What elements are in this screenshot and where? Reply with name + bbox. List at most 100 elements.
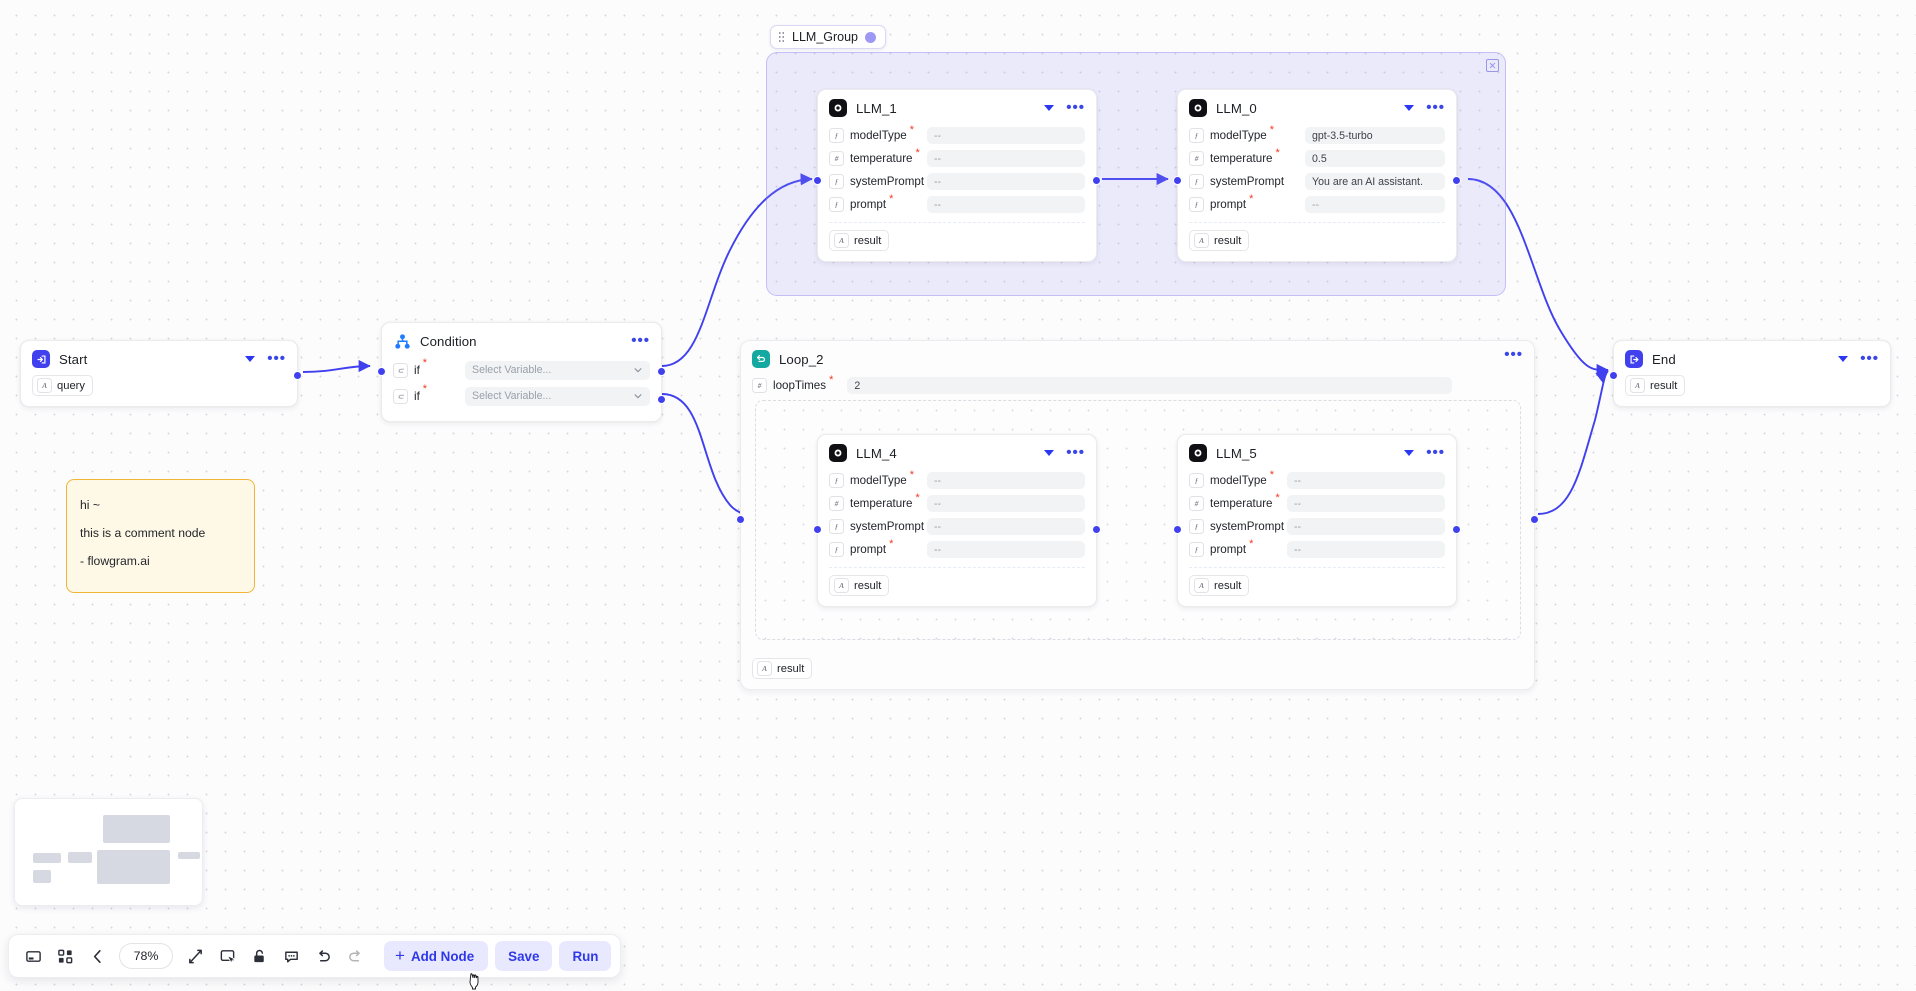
field-row[interactable]: # temperature * --: [1189, 492, 1445, 515]
port-condition-out-2[interactable]: [657, 395, 666, 404]
field-row[interactable]: # temperature * --: [829, 147, 1085, 170]
port-end-input[interactable]: [1609, 371, 1618, 380]
auto-layout-icon[interactable]: [50, 941, 80, 971]
output-chip-result[interactable]: A result: [829, 230, 889, 251]
node-llm-1[interactable]: LLM_1 ••• ƒ modelType * -- # temperature…: [817, 89, 1097, 262]
zoom-expand-icon[interactable]: [180, 941, 210, 971]
field-row[interactable]: ƒ systemPrompt --: [829, 515, 1085, 538]
output-chip-result[interactable]: A result: [829, 575, 889, 596]
field-value[interactable]: --: [927, 173, 1085, 190]
node-more-menu-icon[interactable]: •••: [1066, 104, 1085, 112]
fit-view-icon[interactable]: [82, 941, 112, 971]
field-row[interactable]: ƒ prompt * --: [1189, 538, 1445, 561]
field-row[interactable]: ƒ modelType * --: [829, 469, 1085, 492]
output-chip-query[interactable]: A query: [32, 375, 93, 396]
output-chip-result[interactable]: A result: [752, 658, 812, 679]
field-value[interactable]: --: [927, 472, 1085, 489]
output-chip-result[interactable]: A result: [1189, 230, 1249, 251]
node-llm-5[interactable]: LLM_5 ••• ƒ modelType * -- # temperature…: [1177, 434, 1457, 607]
chevron-down-icon[interactable]: [245, 356, 255, 362]
field-value[interactable]: --: [927, 127, 1085, 144]
node-start-header[interactable]: Start •••: [21, 341, 297, 375]
field-row[interactable]: ƒ prompt * --: [1189, 193, 1445, 216]
node-condition[interactable]: Condition ••• ⊂ if * Select Variable... …: [381, 322, 662, 422]
minimap-viewport[interactable]: [23, 807, 194, 897]
port-llm-4-output[interactable]: [1092, 525, 1101, 534]
field-value[interactable]: --: [1287, 518, 1445, 535]
condition-variable-select[interactable]: Select Variable...: [465, 361, 650, 380]
field-value[interactable]: --: [927, 150, 1085, 167]
redo-icon[interactable]: [340, 941, 370, 971]
node-end-header[interactable]: End •••: [1614, 341, 1890, 375]
port-llm-1-input[interactable]: [813, 176, 822, 185]
port-llm-0-input[interactable]: [1173, 176, 1182, 185]
field-value[interactable]: --: [1287, 495, 1445, 512]
field-row[interactable]: ƒ modelType * --: [1189, 469, 1445, 492]
node-start[interactable]: Start ••• A query: [20, 340, 298, 407]
field-value[interactable]: You are an AI assistant.: [1305, 173, 1445, 190]
node-llm-5-header[interactable]: LLM_5 •••: [1178, 435, 1456, 469]
chevron-down-icon[interactable]: [1044, 450, 1054, 456]
undo-icon[interactable]: [308, 941, 338, 971]
node-more-menu-icon[interactable]: •••: [631, 337, 650, 345]
field-row[interactable]: ƒ systemPrompt --: [829, 170, 1085, 193]
node-end[interactable]: End ••• A result: [1613, 340, 1891, 407]
node-llm-0-header[interactable]: LLM_0 •••: [1178, 90, 1456, 124]
node-more-menu-icon[interactable]: •••: [1426, 449, 1445, 457]
field-value[interactable]: --: [1305, 196, 1445, 213]
node-more-menu-icon[interactable]: •••: [1504, 351, 1523, 359]
output-chip-result[interactable]: A result: [1189, 575, 1249, 596]
comment-node[interactable]: hi ~ this is a comment node - flowgram.a…: [66, 479, 255, 593]
minimap[interactable]: [14, 798, 203, 906]
comment-icon[interactable]: [276, 941, 306, 971]
field-row[interactable]: # loopTimes * 2: [752, 374, 1523, 397]
chevron-down-icon[interactable]: [1044, 105, 1054, 111]
port-llm-0-output[interactable]: [1452, 176, 1461, 185]
node-condition-header[interactable]: Condition •••: [382, 323, 661, 357]
node-llm-1-header[interactable]: LLM_1 •••: [818, 90, 1096, 124]
field-value[interactable]: --: [927, 518, 1085, 535]
port-condition-out-1[interactable]: [657, 367, 666, 376]
output-chip-result[interactable]: A result: [1625, 375, 1685, 396]
minimap-toggle-icon[interactable]: [18, 941, 48, 971]
chevron-down-icon[interactable]: [1404, 450, 1414, 456]
port-llm-1-output[interactable]: [1092, 176, 1101, 185]
field-value[interactable]: --: [1287, 472, 1445, 489]
field-value[interactable]: 0.5: [1305, 150, 1445, 167]
field-value[interactable]: --: [1287, 541, 1445, 558]
condition-variable-select[interactable]: Select Variable...: [465, 387, 650, 406]
port-llm-5-output[interactable]: [1452, 525, 1461, 534]
port-start-output[interactable]: [293, 371, 302, 380]
condition-row[interactable]: ⊂ if * Select Variable...: [393, 357, 650, 383]
group-color-swatch[interactable]: [865, 32, 876, 43]
lock-icon[interactable]: [244, 941, 274, 971]
chevron-down-icon[interactable]: [1404, 105, 1414, 111]
node-llm-4[interactable]: LLM_4 ••• ƒ modelType * -- # temperature…: [817, 434, 1097, 607]
port-loop-output[interactable]: [1530, 515, 1539, 524]
port-loop-input[interactable]: [736, 515, 745, 524]
field-value[interactable]: gpt-3.5-turbo: [1305, 127, 1445, 144]
port-condition-input[interactable]: [377, 367, 386, 376]
node-more-menu-icon[interactable]: •••: [1860, 355, 1879, 363]
field-value[interactable]: --: [927, 196, 1085, 213]
node-more-menu-icon[interactable]: •••: [1426, 104, 1445, 112]
zoom-level-display[interactable]: 78%: [119, 943, 173, 969]
expand-collapse-icon[interactable]: [1486, 59, 1499, 72]
condition-row[interactable]: ⊂ if * Select Variable...: [393, 383, 650, 409]
node-loop-2-header[interactable]: Loop_2: [741, 341, 1534, 372]
drag-handle-icon[interactable]: [778, 31, 785, 43]
field-row[interactable]: # temperature * 0.5: [1189, 147, 1445, 170]
field-row[interactable]: # temperature * --: [829, 492, 1085, 515]
field-value[interactable]: 2: [847, 377, 1452, 394]
node-llm-0[interactable]: LLM_0 ••• ƒ modelType * gpt-3.5-turbo # …: [1177, 89, 1457, 262]
field-row[interactable]: ƒ prompt * --: [829, 193, 1085, 216]
field-value[interactable]: --: [927, 541, 1085, 558]
field-row[interactable]: ƒ prompt * --: [829, 538, 1085, 561]
port-llm-4-input[interactable]: [813, 525, 822, 534]
interactive-select-icon[interactable]: [212, 941, 242, 971]
field-row[interactable]: ƒ systemPrompt --: [1189, 515, 1445, 538]
node-more-menu-icon[interactable]: •••: [267, 355, 286, 363]
field-value[interactable]: --: [927, 495, 1085, 512]
run-button[interactable]: Run: [559, 941, 611, 971]
node-more-menu-icon[interactable]: •••: [1066, 449, 1085, 457]
